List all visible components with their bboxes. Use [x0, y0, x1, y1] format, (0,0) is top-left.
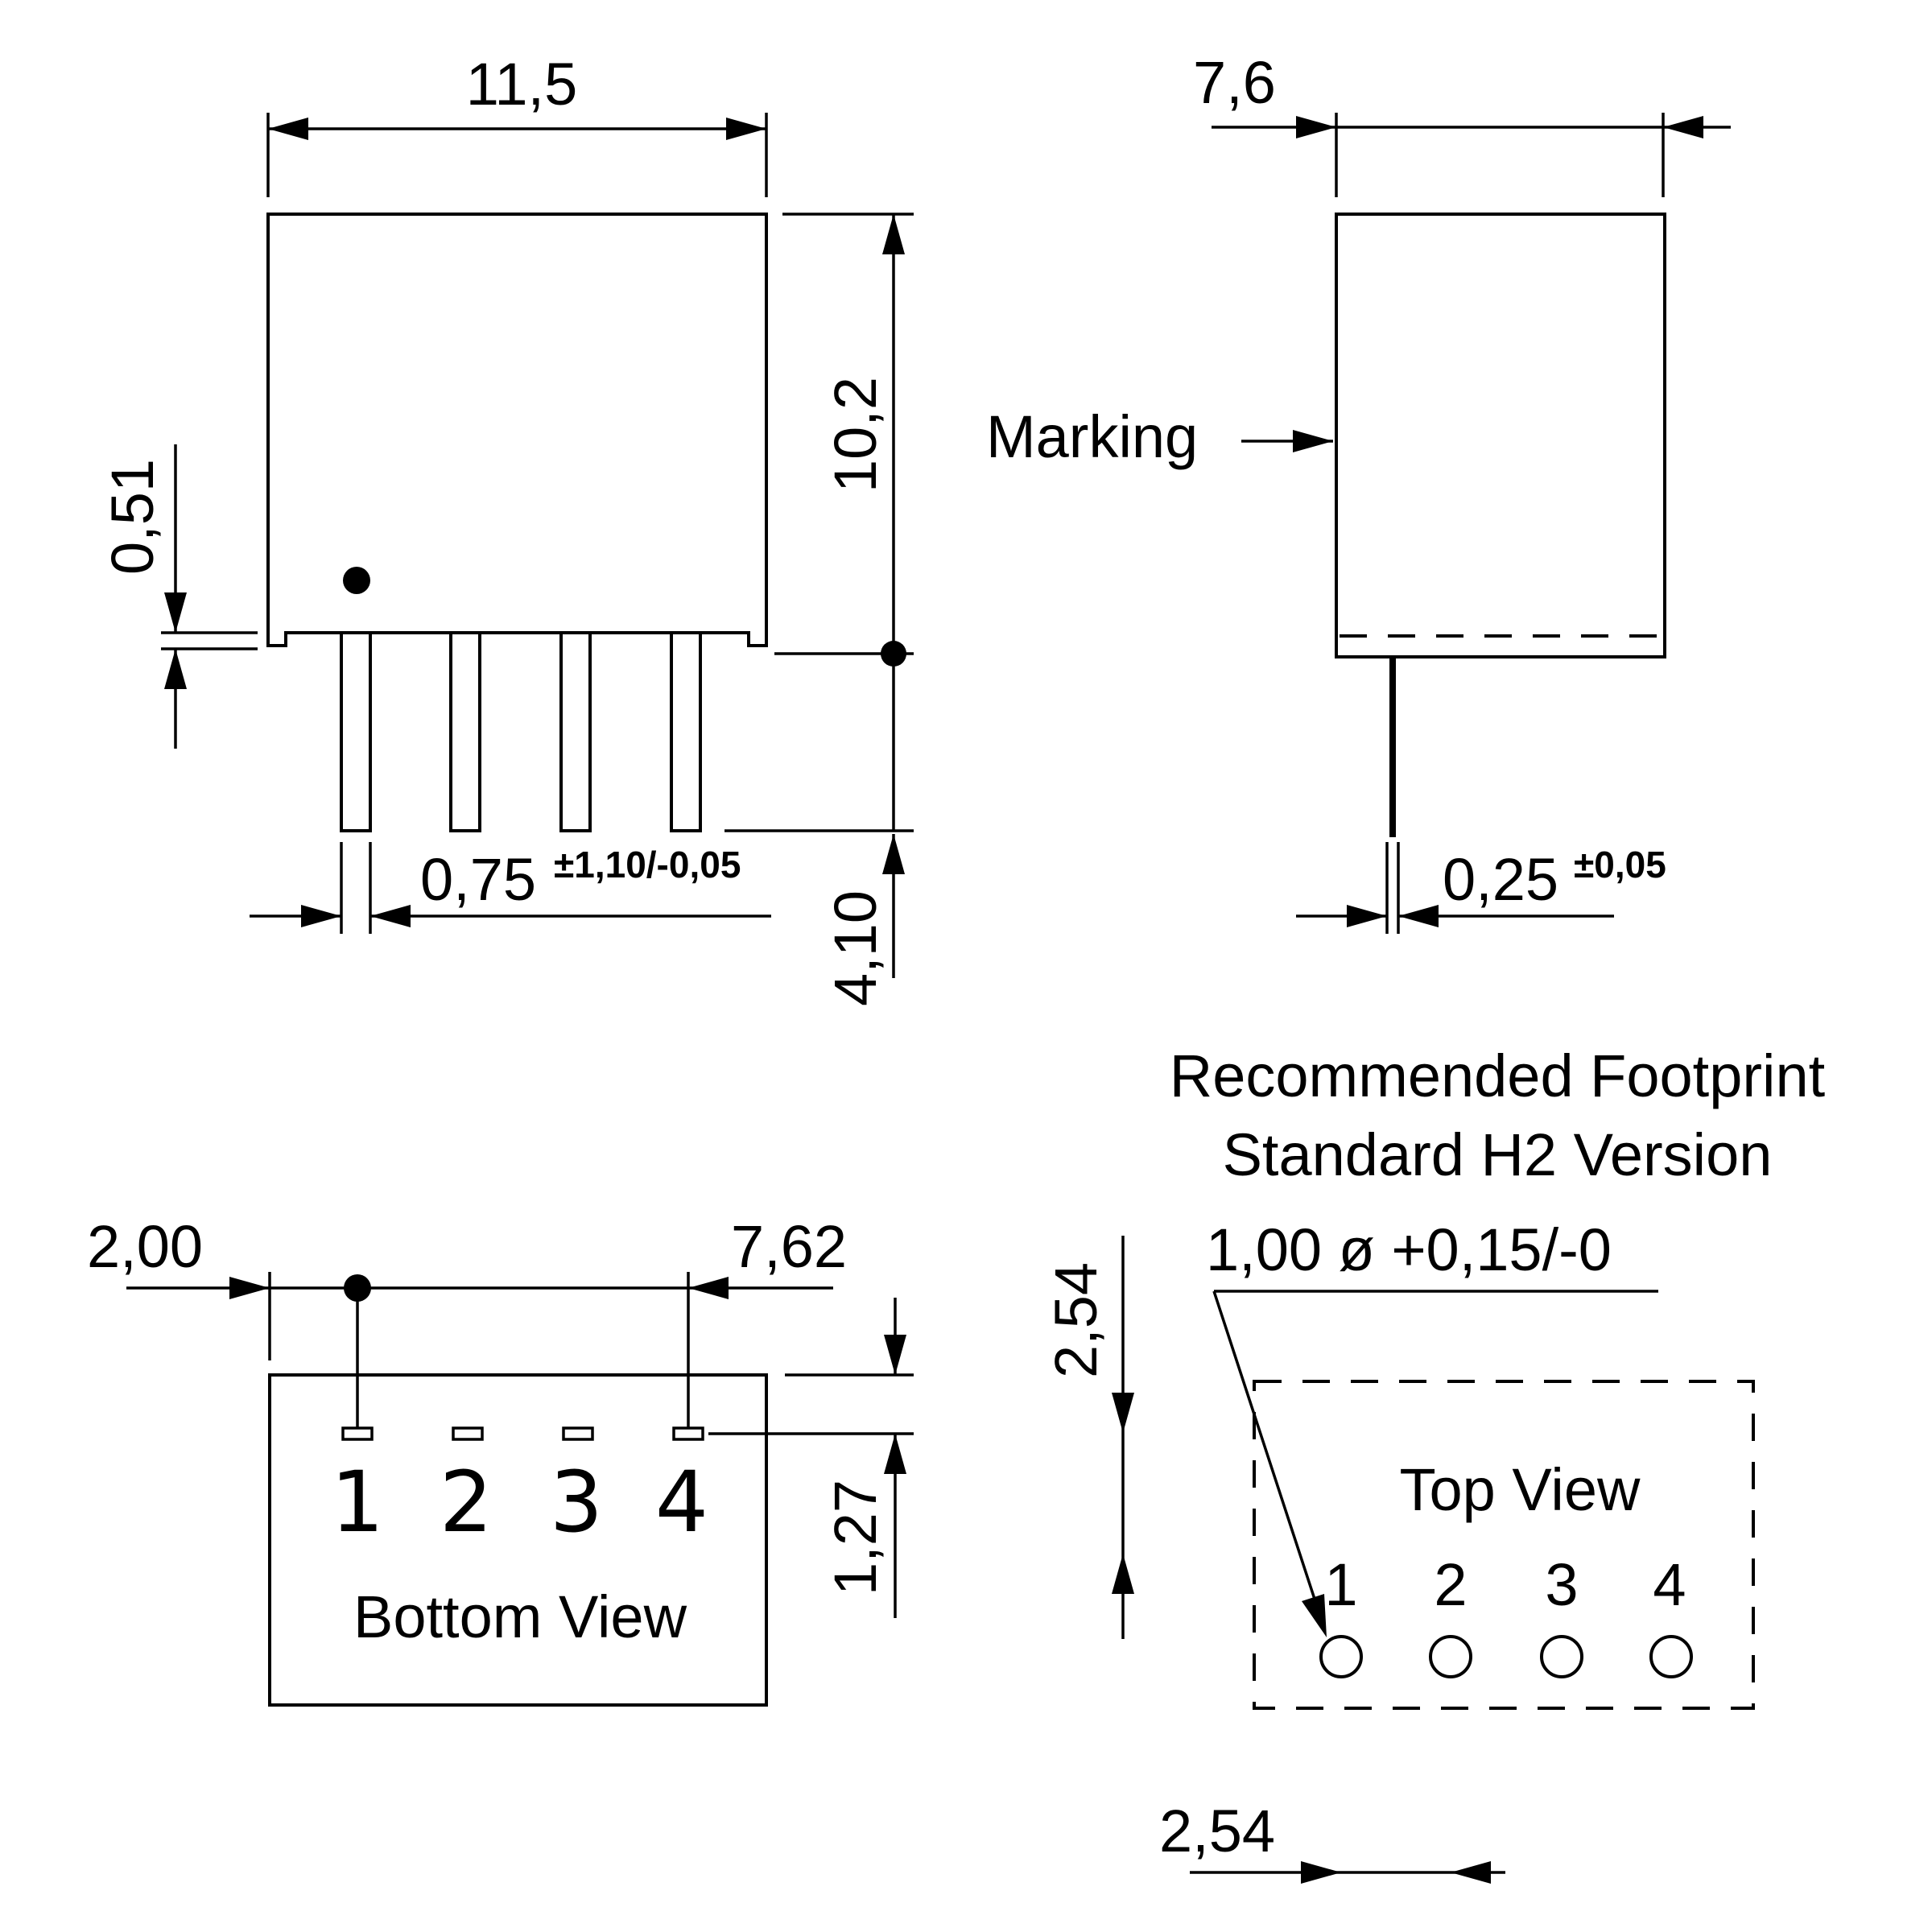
front-pin-1 — [340, 631, 372, 832]
footprint-hole-4 — [1649, 1635, 1693, 1678]
top-view-label: Top View — [1400, 1456, 1641, 1523]
front-view: 11,5 10,2 4,10 0,51 — [99, 51, 914, 1006]
dim-first-pin-offset-label: 2,00 — [87, 1213, 203, 1280]
footprint-hole-1 — [1319, 1635, 1363, 1678]
front-pin-3 — [559, 631, 592, 832]
bottom-view-outline — [268, 1373, 768, 1707]
marking-label: Marking — [986, 403, 1198, 470]
dim-pin-width: 0,75 ±1,10/-0,05 — [250, 842, 771, 934]
bottom-pin-number-3: 3 — [550, 1453, 603, 1551]
bottom-pin-number-4: 4 — [655, 1453, 708, 1551]
marking-callout: Marking — [986, 403, 1333, 470]
dim-pin-offsets: 2,00 7,62 — [87, 1213, 847, 1428]
dim-pin-width-label: 0,75 — [420, 846, 536, 913]
dim-row-offset-label: 2,54 — [1042, 1262, 1109, 1378]
footprint-outline — [1253, 1380, 1755, 1710]
dim-pin-span-label: 7,62 — [731, 1213, 847, 1280]
side-view: 7,6 Marking 0,25 ±0,05 — [986, 49, 1731, 934]
bottom-pin-slot-2 — [452, 1426, 484, 1441]
dim-standoff: 0,51 — [99, 444, 258, 749]
footprint-view: Recommended Footprint Standard H2 Versio… — [1042, 1042, 1826, 1884]
bottom-pin-number-1: 1 — [331, 1453, 384, 1551]
bottom-view-label: Bottom View — [353, 1583, 687, 1650]
dim-row-offset: 2,54 — [1042, 1236, 1134, 1639]
dim-pitch-label: 2,54 — [1159, 1798, 1275, 1864]
dim-pin-length-label: 4,10 — [822, 890, 889, 1006]
dim-pitch: 2,54 — [1159, 1798, 1505, 1884]
footprint-hole-3 — [1540, 1635, 1583, 1678]
dim-pin-thickness-tolerance: ±0,05 — [1574, 844, 1666, 886]
dim-depth-label: 7,6 — [1193, 49, 1276, 116]
front-pin-2 — [449, 631, 481, 832]
dim-pin-thickness: 0,25 ±0,05 — [1296, 842, 1666, 934]
top-pin-number-1: 1 — [1324, 1551, 1357, 1618]
top-pin-number-3: 3 — [1545, 1551, 1578, 1618]
bottom-pin-slot-4 — [672, 1426, 704, 1441]
bottom-view: 1 2 3 4 Bottom View 2,00 7,62 1,2 — [87, 1213, 914, 1707]
dim-hole-diameter-label: 1,00 ø +0,15/-0 — [1206, 1216, 1612, 1283]
top-pin-number-4: 4 — [1653, 1551, 1686, 1618]
footprint-title-line2: Standard H2 Version — [1223, 1121, 1773, 1188]
footprint-title-line1: Recommended Footprint — [1170, 1042, 1826, 1109]
dim-pin-length: 4,10 — [724, 829, 914, 1006]
dim-standoff-label: 0,51 — [99, 459, 166, 575]
dim-pin-row-offset: 1,27 — [708, 1298, 914, 1618]
dim-height: 10,2 — [774, 213, 914, 831]
dim-depth: 7,6 — [1193, 49, 1731, 197]
pin1-marker-dot — [343, 567, 370, 594]
front-pin-4 — [670, 631, 702, 832]
dim-pin-width-tolerance: ±1,10/-0,05 — [554, 844, 741, 886]
dim-width-label: 11,5 — [466, 51, 578, 118]
footprint-hole-2 — [1429, 1635, 1472, 1678]
bottom-pin-slot-3 — [562, 1426, 594, 1441]
bottom-pin-number-2: 2 — [440, 1453, 493, 1551]
dim-pin-thickness-label: 0,25 — [1443, 846, 1558, 913]
front-view-body-outline — [266, 213, 768, 647]
bottom-pin-slot-1 — [341, 1426, 374, 1441]
dim-height-label: 10,2 — [822, 377, 889, 493]
dim-pin-row-offset-label: 1,27 — [822, 1480, 889, 1596]
side-view-body-outline — [1335, 213, 1666, 658]
top-pin-number-2: 2 — [1434, 1551, 1467, 1618]
dim-hole-diameter: 1,00 ø +0,15/-0 — [1206, 1216, 1658, 1637]
dim-width: 11,5 — [266, 51, 768, 197]
